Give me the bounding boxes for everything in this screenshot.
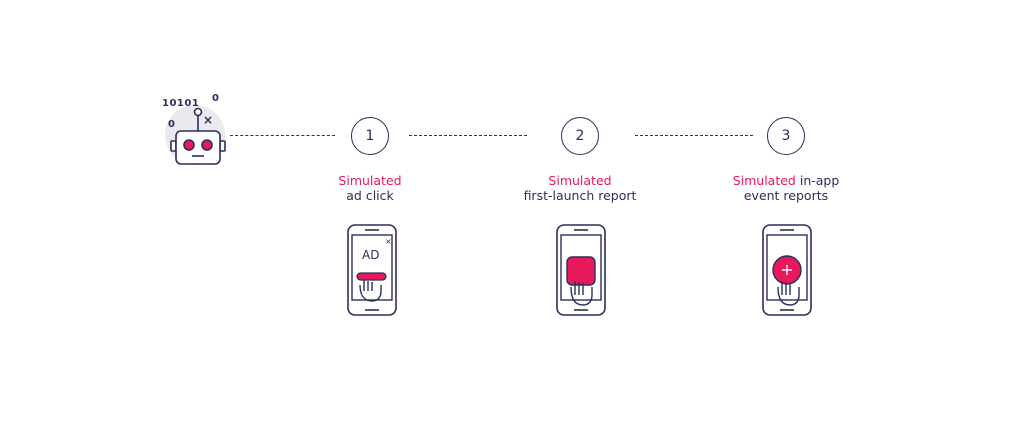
svg-text:×: × [385, 237, 392, 246]
phone-ad-click-icon: × [347, 224, 397, 316]
step-1-caption: Simulated ad click [270, 173, 470, 203]
connector-line-2 [409, 135, 527, 136]
step-2-number: 2 [561, 117, 599, 155]
binary-digit-left: 0 [168, 119, 176, 130]
step-2-caption-rest: first-launch report [523, 188, 637, 203]
step-3-caption: Simulated in-app event reports [686, 173, 886, 203]
binary-digits: 10101 [162, 98, 200, 109]
step-1-caption-highlight: Simulated [338, 173, 402, 188]
step-3-caption-rest: event reports [743, 188, 829, 203]
ad-label: AD [362, 248, 380, 262]
step-1-number: 1 [351, 117, 389, 155]
step-2-caption-highlight: Simulated [548, 173, 612, 188]
step-1-caption-rest: ad click [346, 188, 394, 203]
connector-line-1 [230, 135, 335, 136]
phone-first-launch-icon [556, 224, 606, 316]
connector-line-3 [635, 135, 753, 136]
phone-in-app-event-icon [762, 224, 812, 316]
step-3-number: 3 [767, 117, 805, 155]
binary-digit-right: 0 [212, 93, 220, 104]
step-3-caption-highlight: Simulated [732, 173, 796, 188]
close-mark: × [203, 113, 214, 127]
robot-head-icon [170, 107, 226, 165]
step-3-caption-inline: in-app [795, 173, 840, 188]
step-2-caption: Simulated first-launch report [480, 173, 680, 203]
